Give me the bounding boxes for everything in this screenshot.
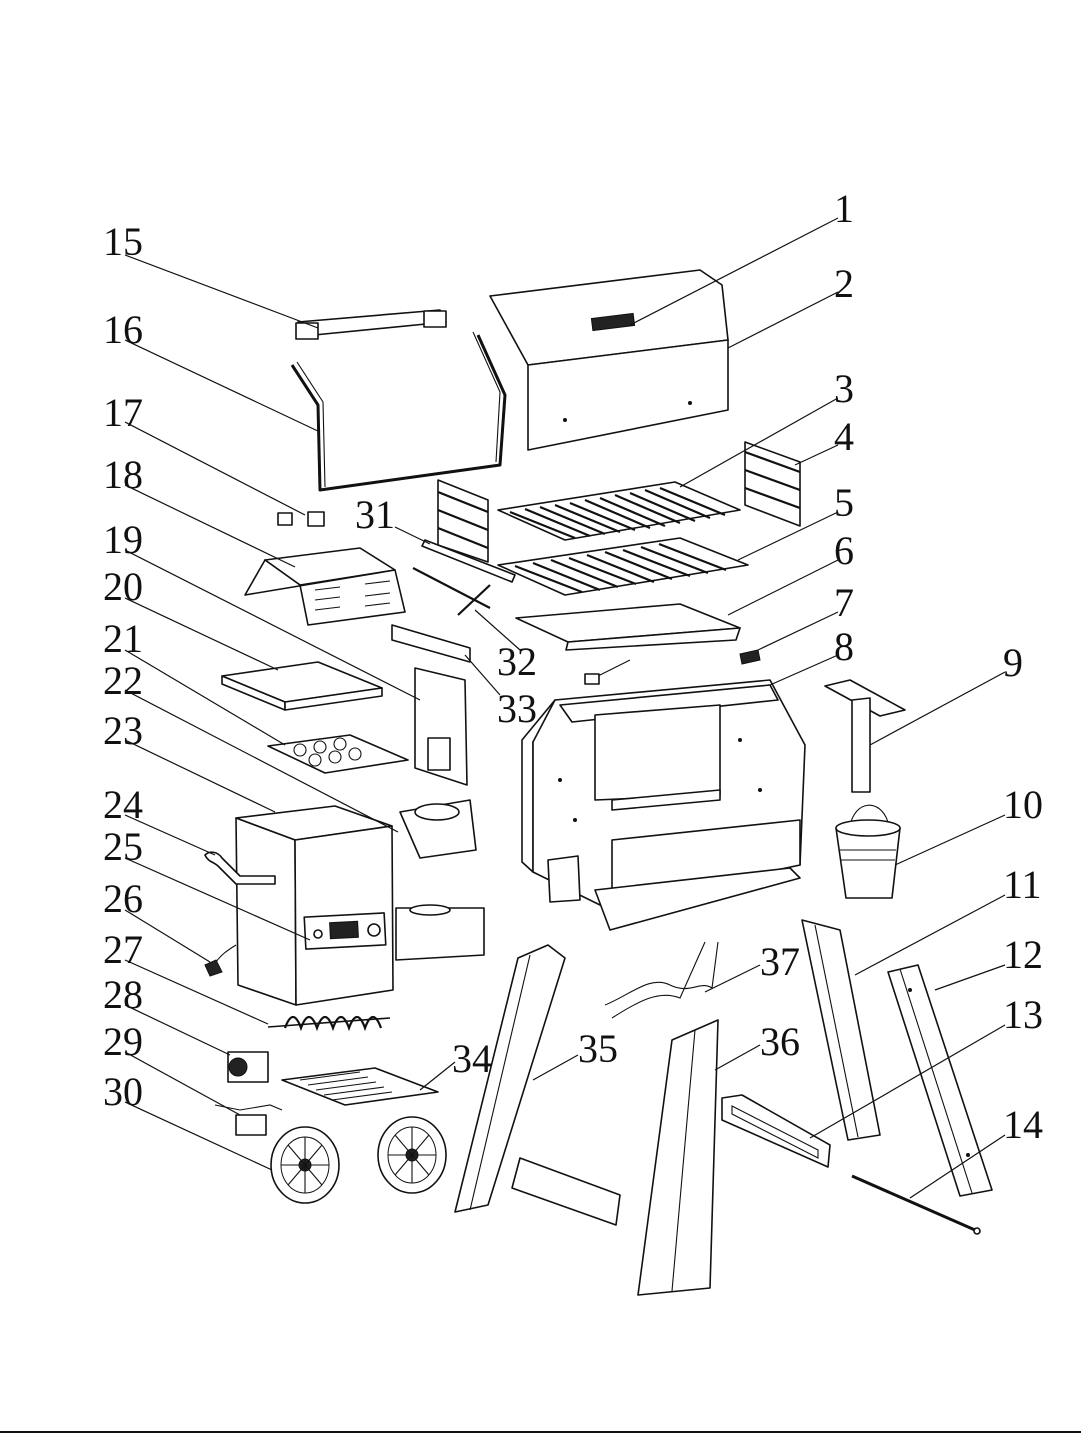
part-auger (268, 1017, 390, 1028)
callout-29: 29 (103, 1019, 143, 1064)
callout-15: 15 (103, 219, 143, 264)
part-brace-35 (512, 1158, 620, 1225)
callout-30: 30 (103, 1069, 143, 1114)
part-hood-frame (292, 332, 505, 490)
callout-1: 1 (834, 186, 854, 231)
callout-4: 4 (834, 414, 854, 459)
part-motor (228, 1052, 268, 1082)
part-latch (278, 512, 324, 526)
callout-35: 35 (578, 1026, 618, 1071)
callout-14: 14 (1003, 1102, 1043, 1147)
part-lower-grate (498, 538, 748, 595)
callout-17: 17 (103, 390, 143, 435)
part-barrel (522, 680, 805, 930)
callout-11: 11 (1003, 862, 1042, 907)
part-hopper (236, 806, 393, 1005)
callout-2: 2 (834, 261, 854, 306)
callout-33: 33 (497, 686, 537, 731)
part-crossed-sticks (413, 568, 490, 615)
callout-27: 27 (103, 927, 143, 972)
part-side-rack-right (745, 442, 800, 526)
part-tool-holder (825, 680, 905, 792)
part-fire-pot (400, 800, 476, 858)
callout-28: 28 (103, 972, 143, 1017)
callout-25: 25 (103, 824, 143, 869)
part-grease-tray (516, 604, 740, 650)
part-leg-12 (888, 965, 992, 1196)
part-brace-13 (722, 1095, 830, 1167)
part-grid-plate (268, 735, 408, 773)
part-wheels (271, 1117, 446, 1203)
part-clip (740, 650, 760, 664)
callout-36: 36 (760, 1019, 800, 1064)
callout-22: 22 (103, 658, 143, 703)
part-igniter-bracket (215, 1105, 282, 1135)
callout-24: 24 (103, 782, 143, 827)
callout-31: 31 (355, 492, 395, 537)
callout-7: 7 (834, 580, 854, 625)
callout-9: 9 (1003, 640, 1023, 685)
part-leg-11 (802, 920, 880, 1140)
part-fire-pot-cover (245, 548, 405, 625)
part-leg-36 (638, 1020, 718, 1295)
callout-32: 32 (497, 639, 537, 684)
callout-8: 8 (834, 624, 854, 669)
part-upper-grate (498, 482, 740, 540)
callout-18: 18 (103, 452, 143, 497)
callout-10: 10 (1003, 782, 1043, 827)
callout-37: 37 (760, 939, 800, 984)
part-auger-tube (396, 905, 484, 960)
callout-12: 12 (1003, 932, 1043, 977)
callout-21: 21 (103, 616, 143, 661)
part-probe (585, 660, 630, 684)
part-wiring (605, 942, 718, 1018)
callout-26: 26 (103, 876, 143, 921)
callout-19: 19 (103, 517, 143, 562)
callout-13: 13 (1003, 992, 1043, 1037)
part-handle (296, 310, 446, 339)
callout-16: 16 (103, 307, 143, 352)
part-power-cord (205, 945, 236, 976)
part-shelf-plate (282, 1068, 438, 1105)
part-bucket (836, 805, 900, 898)
callout-3: 3 (834, 366, 854, 411)
part-lid (490, 270, 728, 450)
part-flat-panel (222, 662, 382, 710)
callout-23: 23 (103, 708, 143, 753)
callout-6: 6 (834, 528, 854, 573)
part-bracket (392, 625, 470, 662)
callout-5: 5 (834, 480, 854, 525)
part-heat-shield (415, 668, 467, 785)
callout-34: 34 (452, 1036, 492, 1081)
callout-20: 20 (103, 564, 143, 609)
